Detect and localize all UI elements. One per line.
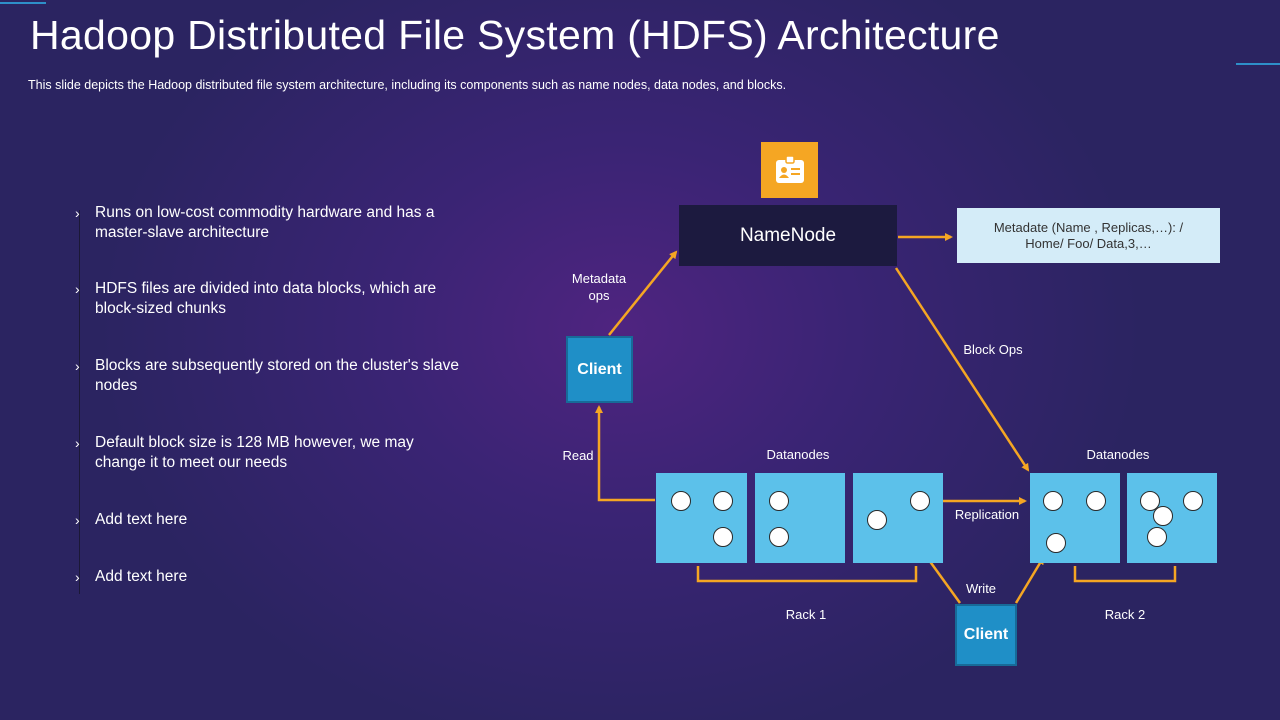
metadata-ops-label: Metadata ops (571, 271, 627, 303)
page-subtitle: This slide depicts the Hadoop distribute… (28, 78, 787, 92)
data-block-dot (713, 527, 733, 547)
rack1-bracket (696, 566, 918, 583)
data-block-dot (1043, 491, 1063, 511)
page-title: Hadoop Distributed File System (HDFS) Ar… (30, 12, 1000, 58)
bullet-item: › Runs on low-cost commodity hardware an… (75, 203, 465, 243)
bullet-text: Runs on low-cost commodity hardware and … (95, 204, 435, 241)
bullet-marker: › (75, 435, 80, 451)
block-ops-label: Block Ops (963, 342, 1023, 357)
bullet-item: › Add text here (75, 567, 465, 587)
read-arrow (595, 405, 655, 502)
client-node-bottom: Client (955, 604, 1017, 666)
data-block-dot (1153, 506, 1173, 526)
read-label: Read (562, 448, 594, 463)
datanode-block (656, 473, 747, 563)
metadata-ops-arrow (608, 250, 678, 336)
replication-label: Replication (954, 507, 1020, 522)
data-block-dot (910, 491, 930, 511)
write-arrow-right (1014, 556, 1045, 604)
bullet-item: › HDFS files are divided into data block… (75, 279, 465, 319)
bullet-item: › Default block size is 128 MB however, … (75, 433, 465, 473)
data-block-dot (1147, 527, 1167, 547)
bullet-text: Add text here (95, 568, 188, 585)
rack2-label: Rack 2 (1104, 607, 1146, 622)
data-block-dot (769, 527, 789, 547)
datanodes-label-right: Datanodes (1086, 447, 1150, 462)
metadata-box: Metadate (Name , Replicas,…): / Home/ Fo… (957, 208, 1220, 263)
datanode-block (755, 473, 845, 563)
corner-accent-line (1236, 63, 1280, 65)
rack1-label: Rack 1 (785, 607, 827, 622)
block-ops-arrow (894, 267, 1030, 472)
data-block-dot (713, 491, 733, 511)
bullet-marker: › (75, 358, 80, 374)
data-block-dot (1046, 533, 1066, 553)
namenode-box: NameNode (679, 205, 897, 266)
data-block-dot (1140, 491, 1160, 511)
datanode-block (1030, 473, 1120, 563)
bullet-text: HDFS files are divided into data blocks,… (95, 280, 437, 317)
bullet-item: › Add text here (75, 510, 465, 530)
datanode-block (853, 473, 943, 563)
bullet-text: Add text here (95, 511, 188, 528)
data-block-dot (867, 510, 887, 530)
bullet-text: Default block size is 128 MB however, we… (95, 434, 414, 471)
datanode-block (1127, 473, 1217, 563)
id-badge-icon (761, 142, 818, 198)
datanodes-label-left: Datanodes (766, 447, 830, 462)
client-node-top: Client (566, 336, 633, 403)
rack2-bracket (1073, 566, 1177, 583)
bullet-marker: › (75, 281, 80, 297)
bullet-marker: › (75, 569, 80, 585)
data-block-dot (671, 491, 691, 511)
bullet-item: › Blocks are subsequently stored on the … (75, 356, 465, 396)
bullet-marker: › (75, 512, 80, 528)
bullet-divider (79, 210, 80, 594)
write-label: Write (965, 581, 997, 596)
bullet-marker: › (75, 205, 80, 221)
corner-accent-line (0, 2, 46, 4)
bullet-text: Blocks are subsequently stored on the cl… (95, 357, 459, 394)
data-block-dot (1183, 491, 1203, 511)
data-block-dot (769, 491, 789, 511)
data-block-dot (1086, 491, 1106, 511)
